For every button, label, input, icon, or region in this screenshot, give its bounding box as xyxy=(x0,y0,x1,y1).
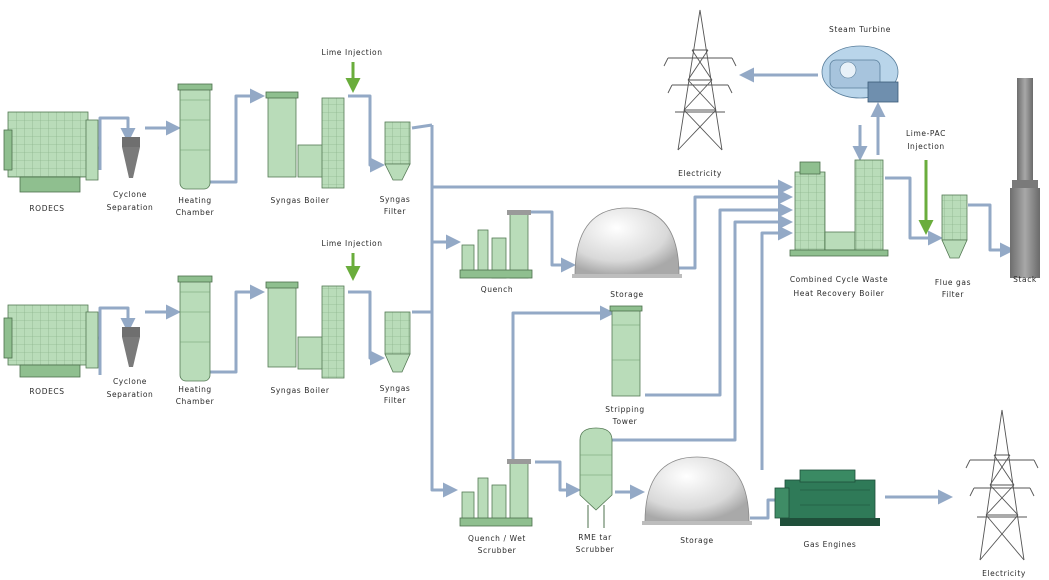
label-electricity-1: Electricity xyxy=(678,169,722,178)
label-heating-2-line2: Chamber xyxy=(176,397,215,406)
steam-turbine xyxy=(821,45,899,103)
pipe-scrubber-rme xyxy=(535,460,581,498)
cyclone-separator-2 xyxy=(122,327,140,367)
stack-chimney xyxy=(1010,78,1040,278)
storage-dome-1 xyxy=(572,207,682,278)
label-lime-pac-line1: Lime-PAC xyxy=(906,129,946,138)
combined-cycle-hrsg xyxy=(789,159,889,257)
label-syngas-filter-1-line2: Filter xyxy=(384,207,406,216)
pipe-quench-storage xyxy=(530,210,576,273)
label-rme-scrubber-line1: RME tar xyxy=(578,533,612,542)
label-syngas-filter-2-line1: Syngas xyxy=(380,384,411,393)
rodecs-unit-2 xyxy=(3,304,99,378)
quench-unit xyxy=(459,210,533,279)
pipe-boiler1-filter xyxy=(348,94,385,173)
rme-tar-scrubber xyxy=(579,427,613,528)
label-combined-cycle-line2: Heat Recovery Boiler xyxy=(794,289,885,298)
heating-chamber-2 xyxy=(177,275,213,382)
label-lime-injection-2: Lime Injection xyxy=(321,239,382,248)
label-cyclone-2-line2: Separation xyxy=(107,390,154,399)
pipe-hrsg-fluefilter xyxy=(885,176,943,246)
label-flue-gas-filter-line2: Filter xyxy=(942,290,964,299)
label-rme-scrubber-line2: Scrubber xyxy=(576,545,615,554)
label-quench: Quench xyxy=(481,285,514,294)
flow-pipes xyxy=(95,67,1015,520)
electricity-pylon-2 xyxy=(965,409,1039,561)
flue-gas-filter xyxy=(941,194,968,259)
label-electricity-2: Electricity xyxy=(982,569,1026,578)
label-cyclone-1-line1: Cyclone xyxy=(113,190,147,199)
label-heating-1-line1: Heating xyxy=(178,196,212,205)
label-syngas-filter-1-line1: Syngas xyxy=(380,195,411,204)
label-quench-wet-scrubber-line1: Quench / Wet xyxy=(468,534,526,543)
label-stack: Stack xyxy=(1013,275,1037,284)
pipe-engines-hrsg xyxy=(760,225,793,470)
syngas-boiler-2 xyxy=(265,281,345,379)
label-heating-1-line2: Chamber xyxy=(176,208,215,217)
pipe-stripping-hrsg xyxy=(645,202,793,397)
pipe-scrubber-stripping xyxy=(511,305,615,462)
label-stripping-tower-line2: Tower xyxy=(612,417,638,426)
label-rodecs-1: RODECS xyxy=(29,204,64,213)
injection-arrows xyxy=(345,62,934,281)
label-stripping-tower-line1: Stripping xyxy=(605,405,644,414)
syngas-filter-2 xyxy=(384,311,411,373)
label-storage-1: Storage xyxy=(610,290,644,299)
label-combined-cycle-line1: Combined Cycle Waste xyxy=(790,275,888,284)
label-lime-pac-line2: Injection xyxy=(907,142,945,151)
label-syngas-boiler-1: Syngas Boiler xyxy=(271,196,330,205)
pipe-fluefilter-stack xyxy=(968,203,1015,258)
syngas-filter-1 xyxy=(384,121,411,181)
label-heating-2-line1: Heating xyxy=(178,385,212,394)
label-cyclone-1-line2: Separation xyxy=(107,203,154,212)
labels: RODECS Cyclone Separation Heating Chambe… xyxy=(29,25,1037,578)
label-steam-turbine: Steam Turbine xyxy=(829,25,891,34)
gas-engines xyxy=(774,469,880,526)
syngas-boiler-1 xyxy=(265,91,345,189)
rodecs-unit-1 xyxy=(3,111,99,193)
cyclone-separator-1 xyxy=(122,137,140,178)
pipe-rme-hrsg xyxy=(598,214,793,442)
pipe-storage2-engines xyxy=(750,498,775,520)
pipe-filter1-header xyxy=(411,123,433,130)
pipe-storage1-hrsg xyxy=(678,189,793,270)
label-flue-gas-filter-line1: Flue gas xyxy=(935,278,971,287)
heating-chamber-1 xyxy=(177,83,213,190)
pipe-heating2-boiler xyxy=(210,284,265,374)
label-syngas-boiler-2: Syngas Boiler xyxy=(271,386,330,395)
storage-dome-2 xyxy=(642,456,752,525)
label-storage-2: Storage xyxy=(680,536,714,545)
label-rodecs-2: RODECS xyxy=(29,387,64,396)
pipe-boiler2-filter xyxy=(348,290,385,366)
label-cyclone-2-line1: Cyclone xyxy=(113,377,147,386)
label-lime-injection-1: Lime Injection xyxy=(321,48,382,57)
pipe-header-vertical xyxy=(430,125,458,498)
stripping-tower xyxy=(609,305,643,397)
quench-wet-scrubber xyxy=(459,459,533,527)
pipe-heating1-boiler xyxy=(210,88,265,184)
label-syngas-filter-2-line2: Filter xyxy=(384,396,406,405)
electricity-pylon-1 xyxy=(663,9,737,151)
label-gas-engines: Gas Engines xyxy=(804,540,857,549)
label-quench-wet-scrubber-line2: Scrubber xyxy=(478,546,517,555)
